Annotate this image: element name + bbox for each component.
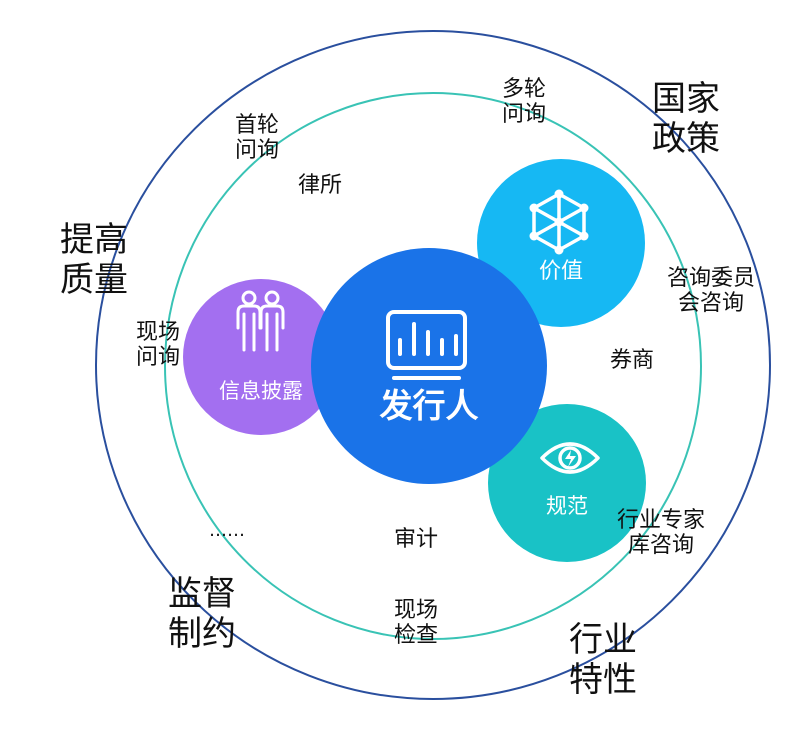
first-inquiry-label: 首轮问询 <box>234 113 279 163</box>
issuer-label: 发行人 <box>379 386 479 425</box>
people-icon <box>236 290 285 352</box>
bar-chart-monitor-icon <box>386 310 467 380</box>
multi-inquiry-label: 多轮问询 <box>501 77 546 127</box>
inner-ring <box>164 92 702 640</box>
ellipsis-label: …… <box>209 520 245 541</box>
advisory-committee-label: 咨询委员会咨询 <box>666 266 755 316</box>
norms-bubble <box>488 404 646 562</box>
industry-characteristics-label: 行业特性 <box>569 620 637 700</box>
disclosure-label: 信息披露 <box>219 379 303 403</box>
improve-quality-label: 提高质量 <box>60 220 128 300</box>
national-policy-label: 国家政策 <box>652 79 720 159</box>
audit-label: 审计 <box>393 527 438 552</box>
value-bubble <box>477 159 645 327</box>
expert-library-label: 行业专家库咨询 <box>616 508 705 558</box>
value-label: 价值 <box>538 259 583 284</box>
law-firm-label: 律所 <box>297 173 342 198</box>
onsite-inquiry-label: 现场问询 <box>135 320 180 370</box>
outer-ring <box>95 30 771 700</box>
disclosure-bubble <box>183 279 339 435</box>
norms-label: 规范 <box>546 494 588 518</box>
broker-label: 券商 <box>609 348 654 373</box>
eye-icon <box>540 442 600 474</box>
onsite-check-label: 现场检查 <box>393 598 438 648</box>
supervision-label: 监督制约 <box>168 574 236 654</box>
